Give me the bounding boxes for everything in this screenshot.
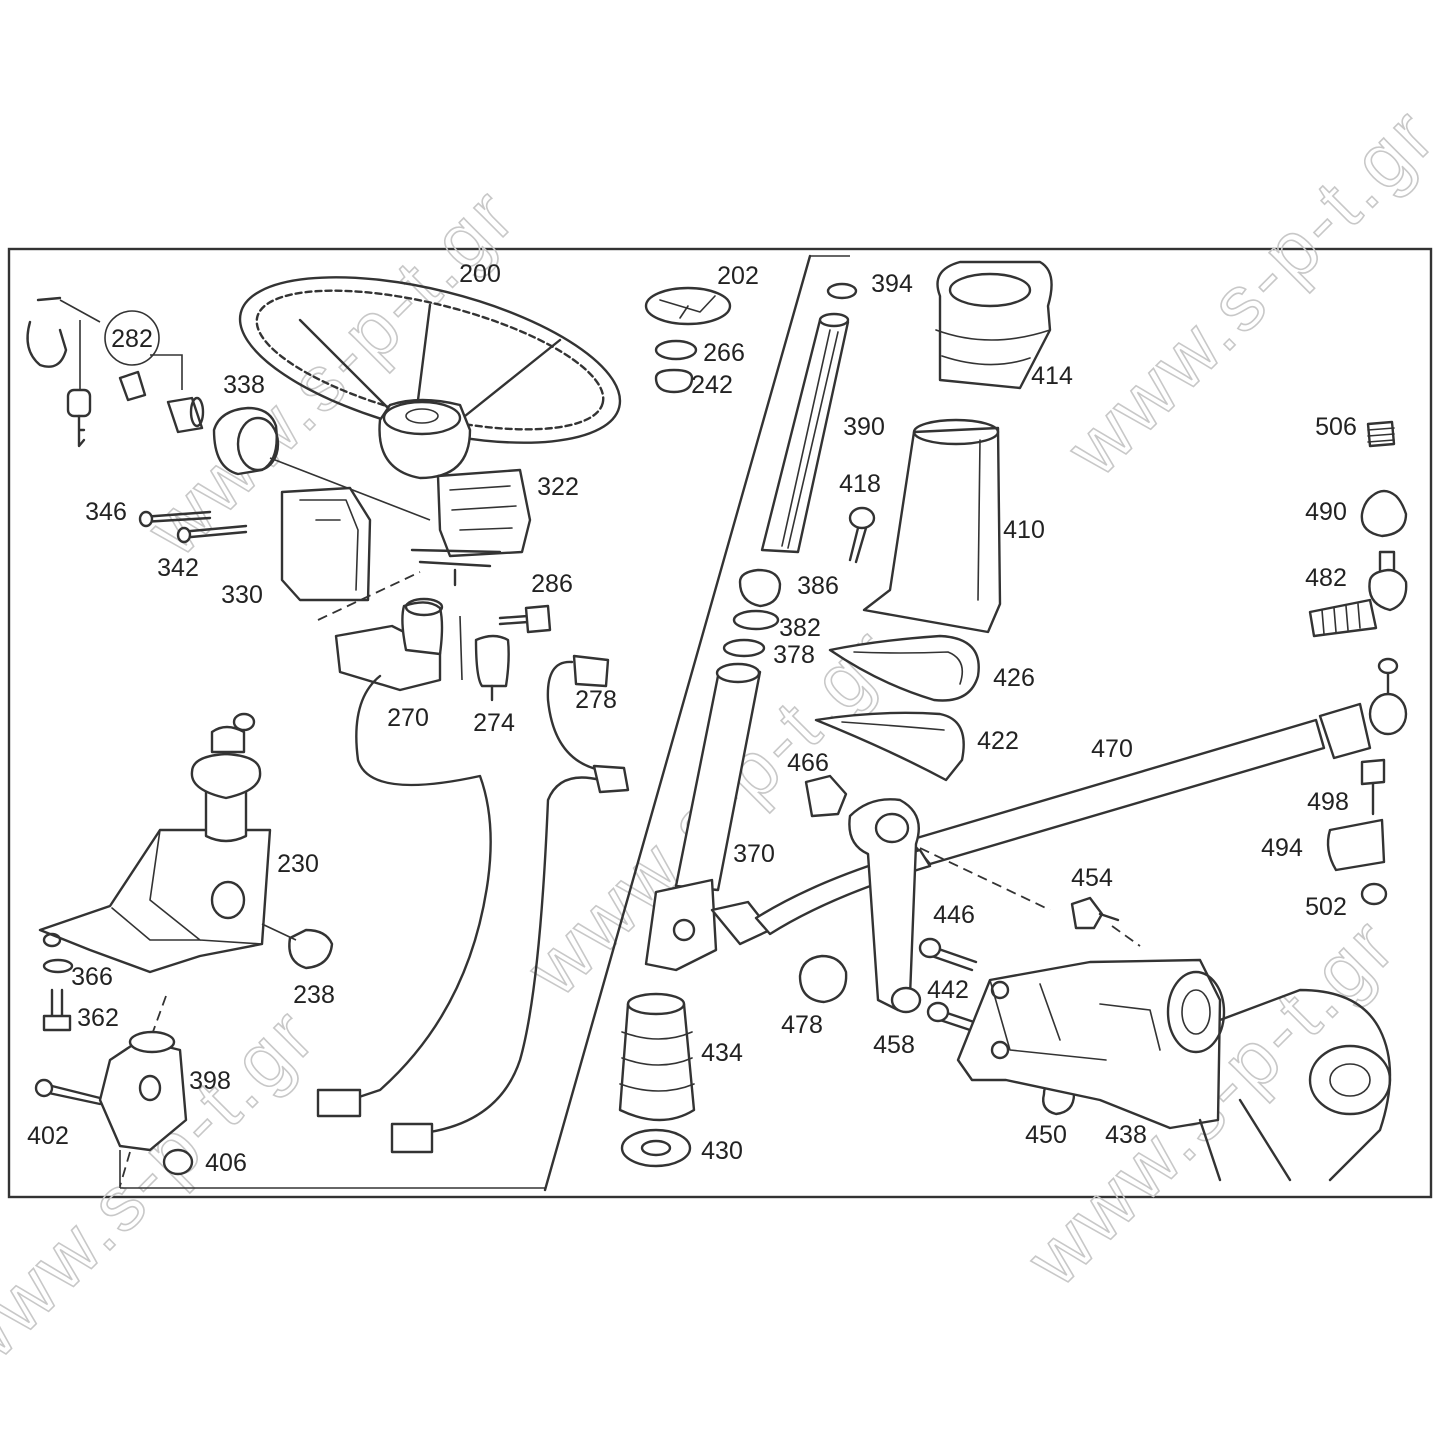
bushing-478-drawing	[798, 954, 848, 1004]
part-label-418: 418	[839, 470, 881, 498]
part-label-478: 478	[781, 1011, 823, 1039]
part-label-470: 470	[1091, 735, 1133, 763]
diagram-frame	[7, 247, 1433, 1199]
part-label-398: 398	[189, 1067, 231, 1095]
switch-housing-drawing	[280, 468, 532, 621]
wiring-harness-drawing	[316, 654, 630, 1154]
part-label-498: 498	[1307, 788, 1349, 816]
part-label-282-circle	[104, 310, 160, 366]
part-label-342: 342	[157, 554, 199, 582]
part-label-230: 230	[277, 850, 319, 878]
part-label-430: 430	[701, 1137, 743, 1165]
screws-346-342-drawing	[138, 510, 248, 544]
part-label-282: 282	[111, 325, 153, 353]
part-number-labels: 200 202 394 282 338 266 242 414 390 322 …	[27, 260, 1357, 1177]
part-label-454: 454	[1071, 864, 1113, 892]
part-label-270: 270	[387, 704, 429, 732]
part-label-386: 386	[797, 572, 839, 600]
shaft-boot-drawing	[618, 992, 696, 1168]
part-label-238: 238	[293, 981, 335, 1009]
steering-wheel-drawing	[238, 276, 622, 480]
part-label-366: 366	[71, 963, 113, 991]
part-label-502: 502	[1305, 893, 1347, 921]
part-label-362: 362	[77, 1004, 119, 1032]
plug-drawing	[288, 928, 334, 970]
part-label-410: 410	[1003, 516, 1045, 544]
part-label-370: 370	[733, 840, 775, 868]
column-bearings-drawing	[722, 568, 782, 658]
part-label-394: 394	[871, 270, 913, 298]
part-label-434: 434	[701, 1039, 743, 1067]
part-label-506: 506	[1315, 413, 1357, 441]
universal-joint-lower-drawing	[34, 958, 194, 1187]
part-label-490: 490	[1305, 498, 1347, 526]
part-label-438: 438	[1105, 1121, 1147, 1149]
part-label-382: 382	[779, 614, 821, 642]
part-label-494: 494	[1261, 834, 1303, 862]
part-label-346: 346	[85, 498, 127, 526]
steering-gearbox-drawing	[919, 847, 1392, 1182]
lower-steering-shaft-drawing	[644, 662, 772, 972]
part-label-338: 338	[223, 371, 265, 399]
part-label-242: 242	[691, 371, 733, 399]
part-label-466: 466	[787, 749, 829, 777]
pitman-arm-drawing	[804, 774, 922, 1014]
part-label-422: 422	[977, 727, 1019, 755]
column-mount-drawing	[38, 712, 272, 974]
part-label-458: 458	[873, 1031, 915, 1059]
screw-418-drawing	[848, 506, 876, 564]
part-label-442: 442	[927, 976, 969, 1004]
ball-joint-parts-drawing	[1308, 420, 1408, 906]
part-label-390: 390	[843, 413, 885, 441]
part-label-446: 446	[933, 901, 975, 929]
part-label-402: 402	[27, 1122, 69, 1150]
ignition-switch-drawing	[334, 597, 552, 702]
part-label-378: 378	[773, 641, 815, 669]
horn-cap-drawing	[644, 286, 732, 394]
group-bracket	[119, 255, 850, 1189]
part-label-414: 414	[1031, 362, 1073, 390]
part-label-202: 202	[717, 262, 759, 290]
column-covers-drawing	[862, 260, 1053, 634]
part-label-286: 286	[531, 570, 573, 598]
part-label-200: 200	[459, 260, 501, 288]
part-label-482: 482	[1305, 564, 1347, 592]
part-label-274: 274	[473, 709, 515, 737]
trim-covers-drawing	[814, 634, 980, 782]
part-label-322: 322	[537, 473, 579, 501]
part-label-450: 450	[1025, 1121, 1067, 1149]
part-label-266: 266	[703, 339, 745, 367]
split-line	[543, 254, 812, 1192]
upper-steering-shaft-drawing	[760, 282, 858, 554]
part-label-330: 330	[221, 581, 263, 609]
part-label-426: 426	[993, 664, 1035, 692]
lock-key-set-drawing	[26, 296, 205, 448]
part-label-278: 278	[575, 686, 617, 714]
part-label-406: 406	[205, 1149, 247, 1177]
